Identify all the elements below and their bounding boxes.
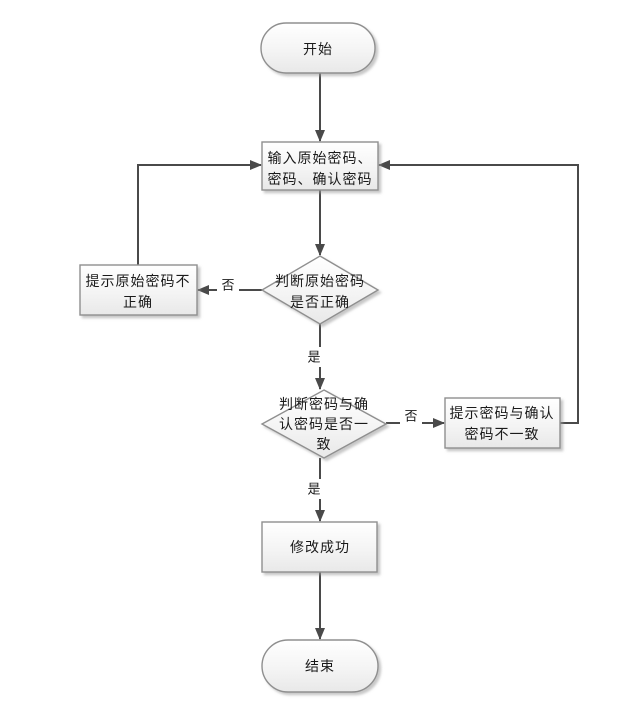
- process-shape: [79, 264, 198, 316]
- edge-label-yes-2: 是: [307, 482, 320, 497]
- edge-label-yes-1: 是: [307, 350, 320, 365]
- node-prompt-mismatch-line2: 密码不一致: [465, 426, 540, 442]
- node-prompt-mismatch-line1: 提示密码与确认: [450, 405, 555, 421]
- edge-prompt-mismatch-loop: [378, 160, 579, 424]
- process-shape: [444, 397, 561, 449]
- node-check-password-match: 判断密码与确 认密码是否一 致: [260, 389, 388, 459]
- node-prompt-original-line1: 提示原始密码不: [86, 273, 191, 289]
- process-shape: [261, 521, 378, 573]
- node-end: 结束: [261, 639, 379, 693]
- decision-shape: [260, 255, 380, 325]
- terminator-shape: [261, 639, 379, 693]
- node-success: 修改成功: [261, 521, 378, 573]
- node-start-label: 开始: [303, 41, 333, 57]
- node-input-line1: 输入原始密码、: [268, 150, 373, 166]
- label-bg: [303, 347, 325, 367]
- edge-labels: 否 是 否 是: [217, 275, 422, 499]
- node-check-match-line2: 认密码是否一: [279, 416, 369, 432]
- edge-label-no-2: 否: [404, 409, 417, 424]
- node-input-passwords: 输入原始密码、 密码、确认密码: [261, 141, 379, 191]
- label-bg: [400, 406, 422, 426]
- edge-prompt-original-loop: [137, 160, 262, 265]
- terminator-shape: [260, 22, 376, 74]
- node-check-match-line1: 判断密码与确: [279, 396, 369, 412]
- edge-label-no-1: 否: [221, 278, 234, 293]
- node-success-label: 修改成功: [290, 539, 350, 555]
- label-bg: [303, 479, 325, 499]
- node-prompt-original-incorrect: 提示原始密码不 正确: [79, 264, 198, 316]
- label-bg: [217, 275, 239, 295]
- node-check-original-password: 判断原始密码 是否正确: [260, 255, 380, 325]
- node-input-line2: 密码、确认密码: [268, 171, 373, 187]
- node-prompt-mismatch: 提示密码与确认 密码不一致: [444, 397, 561, 449]
- decision-shape: [260, 389, 388, 459]
- process-shape: [261, 141, 379, 191]
- node-end-label: 结束: [305, 658, 335, 674]
- node-check-match-line3: 致: [317, 436, 332, 452]
- node-prompt-original-line2: 正确: [123, 294, 153, 310]
- node-check-original-line2: 是否正确: [290, 294, 350, 310]
- node-start: 开始: [260, 22, 376, 74]
- node-check-original-line1: 判断原始密码: [275, 273, 365, 289]
